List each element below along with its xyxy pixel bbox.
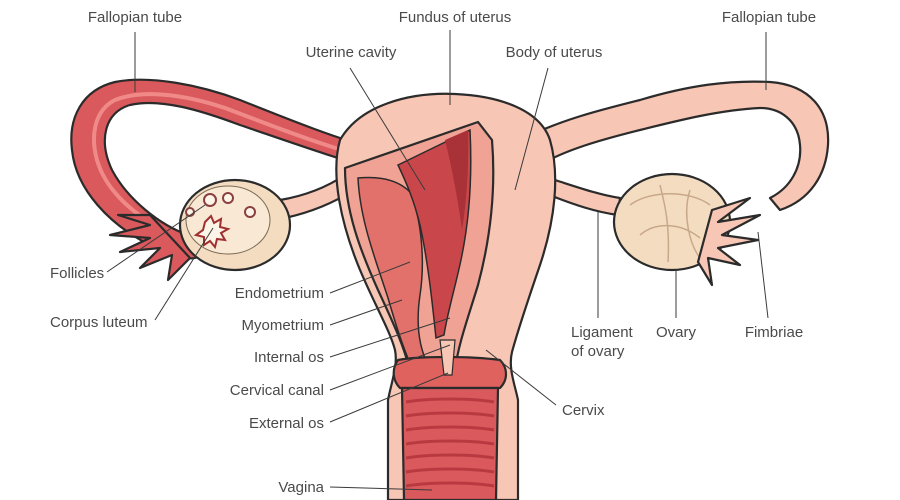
right-ovary bbox=[612, 172, 732, 272]
left-tube-lumen bbox=[92, 92, 371, 230]
label-cervical-canal: Cervical canal bbox=[230, 382, 324, 399]
leader-external-os bbox=[329, 372, 449, 423]
label-external-os: External os bbox=[249, 415, 324, 432]
label-vagina: Vagina bbox=[278, 479, 324, 496]
label-body-of-uterus: Body of uterus bbox=[506, 44, 603, 61]
label-myometrium: Myometrium bbox=[241, 317, 324, 334]
leader-uterine-cavity bbox=[349, 67, 426, 191]
right-fimbriae bbox=[696, 196, 762, 287]
label-fimbriae: Fimbriae bbox=[745, 324, 803, 341]
cervical-canal bbox=[439, 339, 456, 376]
leader-cervical-canal bbox=[329, 344, 451, 391]
label-uterine-cavity: Uterine cavity bbox=[306, 44, 397, 61]
leader-internal-os bbox=[329, 317, 451, 358]
leader-corpus-luteum bbox=[154, 227, 214, 321]
cavity-highlight bbox=[445, 130, 469, 230]
label-internal-os: Internal os bbox=[254, 349, 324, 366]
corpus-luteum-shape bbox=[193, 214, 231, 250]
uterine-cavity bbox=[397, 128, 472, 340]
vagina bbox=[400, 386, 500, 500]
label-corpus-luteum: Corpus luteum bbox=[50, 314, 148, 331]
label-endometrium: Endometrium bbox=[235, 285, 324, 302]
right-fallopian-tube bbox=[518, 80, 830, 212]
label-fundus-of-uterus: Fundus of uterus bbox=[399, 9, 512, 26]
label-fallopian-tube-left: Fallopian tube bbox=[88, 9, 182, 26]
follicle bbox=[203, 193, 217, 207]
leader-body-of-uterus bbox=[514, 67, 549, 191]
label-follicles: Follicles bbox=[50, 265, 104, 282]
leader-cervix bbox=[485, 349, 557, 406]
leader-endometrium bbox=[329, 261, 411, 294]
follicle bbox=[222, 192, 234, 204]
leader-follicles bbox=[106, 204, 206, 273]
leader-fimbriae bbox=[757, 231, 769, 319]
leader-vagina bbox=[329, 486, 433, 491]
label-fallopian-tube-right: Fallopian tube bbox=[722, 9, 816, 26]
follicle bbox=[244, 206, 256, 218]
label-ovary: Ovary bbox=[656, 324, 697, 341]
leader-myometrium bbox=[329, 299, 403, 326]
right-ovarian-ligament bbox=[550, 178, 622, 217]
label-cervix: Cervix bbox=[562, 402, 605, 419]
label-ligament-of-ovary-2: of ovary bbox=[571, 343, 625, 360]
left-ovary bbox=[178, 178, 292, 272]
label-ligament-of-ovary-1: Ligament bbox=[571, 324, 634, 341]
